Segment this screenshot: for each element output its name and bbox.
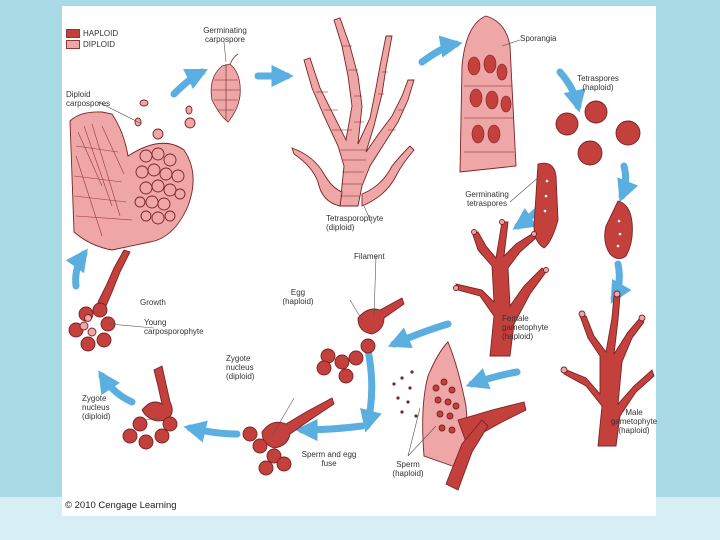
arrow-11: [295, 418, 366, 442]
cycle-arrows: [65, 35, 639, 443]
label-sperm: Sperm (haploid): [392, 460, 424, 478]
sporangia-branch: [459, 15, 517, 173]
germinating-tetraspores: [533, 162, 633, 259]
tetraspores: [555, 100, 641, 166]
arrow-10: [360, 346, 382, 433]
arrow-13: [98, 370, 136, 406]
sperm-release: [392, 341, 527, 491]
label-female-gametophyte: Female gametophyte (haploid): [502, 314, 549, 341]
arrow-4: [556, 68, 586, 113]
diploid-swatch: [66, 40, 80, 49]
legend-haploid: HAPLOID: [66, 28, 118, 39]
label-tetraspores: Tetraspores (haploid): [577, 74, 619, 92]
cystocarp: [69, 99, 196, 251]
arrow-3: [418, 35, 463, 66]
copyright-notice: © 2010 Cengage Learning: [65, 500, 177, 511]
label-zygote-nucleus-left: Zygote nucleus (diploid): [82, 394, 111, 421]
legend: HAPLOID DIPLOID: [66, 28, 118, 50]
legend-diploid: DIPLOID: [66, 39, 118, 50]
label-growth: Growth: [140, 298, 166, 307]
arrow-1: [170, 68, 209, 98]
life-cycle-art: [65, 15, 655, 491]
zygote-left: [122, 365, 178, 450]
label-male-gametophyte: Male gametophyte (haploid): [610, 408, 658, 435]
label-egg: Egg (haploid): [282, 288, 314, 306]
growth-stage: [68, 249, 131, 352]
label-tetrasporophyte: Tetrasporophyte (diploid): [326, 214, 384, 232]
legend-diploid-label: DIPLOID: [83, 40, 116, 49]
leader-lines: [97, 39, 541, 457]
label-young-carposporophyte: Young carposporophyte: [144, 318, 204, 336]
arrow-8: [387, 320, 452, 349]
legend-haploid-label: HAPLOID: [83, 29, 119, 38]
label-sporangia: Sporangia: [520, 34, 557, 43]
female-gametophyte: [453, 219, 549, 357]
label-filament: Filament: [354, 252, 385, 261]
egg-filament: [316, 297, 405, 384]
label-diploid-carpospores: Diploid carpospores: [66, 90, 111, 108]
germinating-carpospore: [210, 53, 241, 123]
diagram-panel: HAPLOID DIPLOID Germinating carpospore D…: [62, 6, 657, 516]
zygote-center: [242, 397, 335, 476]
haploid-swatch: [66, 29, 80, 38]
arrow-14: [65, 248, 88, 290]
arrow-12: [183, 420, 241, 443]
arrow-5: [617, 162, 639, 203]
male-gametophyte: [560, 290, 655, 447]
arrow-9: [465, 368, 521, 390]
label-germinating-tetraspores: Germinating tetraspores: [465, 190, 509, 208]
label-zygote-nucleus-center: Zygote nucleus (diploid): [226, 354, 255, 381]
label-sperm-egg-fuse: Sperm and egg fuse: [301, 450, 357, 468]
tetrasporophyte: [291, 17, 415, 207]
label-germinating-carpospore: Germinating carpospore: [203, 26, 247, 44]
